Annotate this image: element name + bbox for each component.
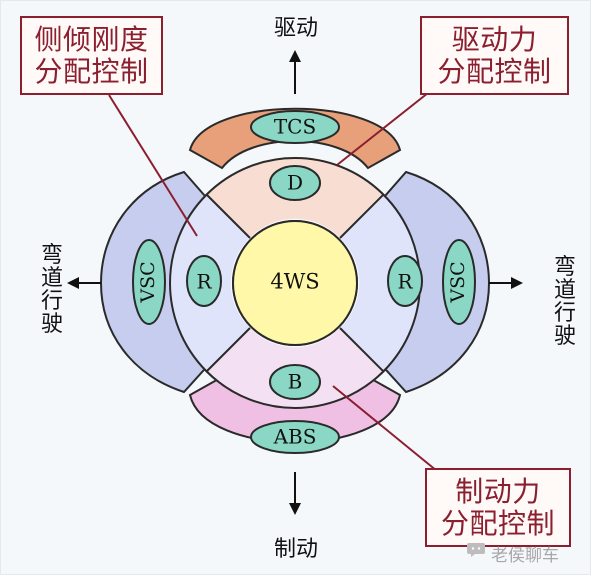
b-label: B [288, 370, 303, 394]
r-right-ellipse [387, 255, 423, 307]
tcs-label: TCS [274, 115, 316, 139]
separator-top-left [205, 193, 251, 239]
tcs-ellipse [250, 110, 340, 144]
chat-bubble-icon [467, 543, 485, 557]
abs-ellipse [250, 420, 340, 454]
brake-force-callout: 制动力 分配控制 [425, 468, 571, 547]
r-right-label: R [397, 270, 413, 294]
left-arrow-head-icon [67, 277, 79, 289]
roll-callout-line [108, 94, 198, 237]
vsc-left-ellipse [132, 239, 166, 325]
brake-callout-line-1: 制动力 [455, 475, 541, 508]
roll-stiffness-callout: 侧倾刚度 分配控制 [20, 16, 163, 95]
watermark-text: 老侯聊车 [491, 546, 559, 566]
separator-bottom-right [339, 327, 385, 373]
vsc-right-ellipse [442, 239, 476, 325]
ring-right-sector [340, 194, 422, 372]
abs-label: ABS [273, 425, 317, 449]
d-ellipse [269, 165, 321, 201]
drive-callout-line [336, 88, 434, 166]
center-4ws-label: 4WS [270, 270, 319, 294]
vsc-right-label: VSC [447, 261, 469, 303]
left-turning-label: 弯道行驶 [40, 243, 63, 338]
r-left-label: R [196, 270, 212, 294]
separator-bottom-left [205, 327, 251, 373]
drive-direction-label: 驱动 [273, 16, 318, 41]
r-left-ellipse [186, 255, 222, 307]
d-label: D [287, 171, 303, 195]
roll-callout-line-1: 侧倾刚度 [34, 23, 149, 56]
right-turning-label: 弯道行驶 [553, 255, 576, 350]
roll-callout-line-2: 分配控制 [34, 55, 149, 89]
brake-direction-label: 制动 [273, 537, 318, 562]
top-arrow-head-icon [289, 50, 301, 62]
brake-callout-line-2: 分配控制 [440, 507, 555, 541]
center-4ws-circle [232, 220, 358, 346]
right-arrow-head-icon [511, 277, 523, 289]
vsc-left-label: VSC [137, 261, 159, 303]
drive-callout-line-1: 驱动力 [451, 23, 538, 56]
drive-force-callout: 驱动力 分配控制 [420, 16, 569, 95]
separator-top-right [339, 193, 385, 239]
b-ellipse [269, 364, 321, 400]
drive-callout-line-2: 分配控制 [437, 55, 552, 89]
bottom-arrow-head-icon [289, 503, 301, 515]
brake-callout-line [332, 385, 438, 472]
